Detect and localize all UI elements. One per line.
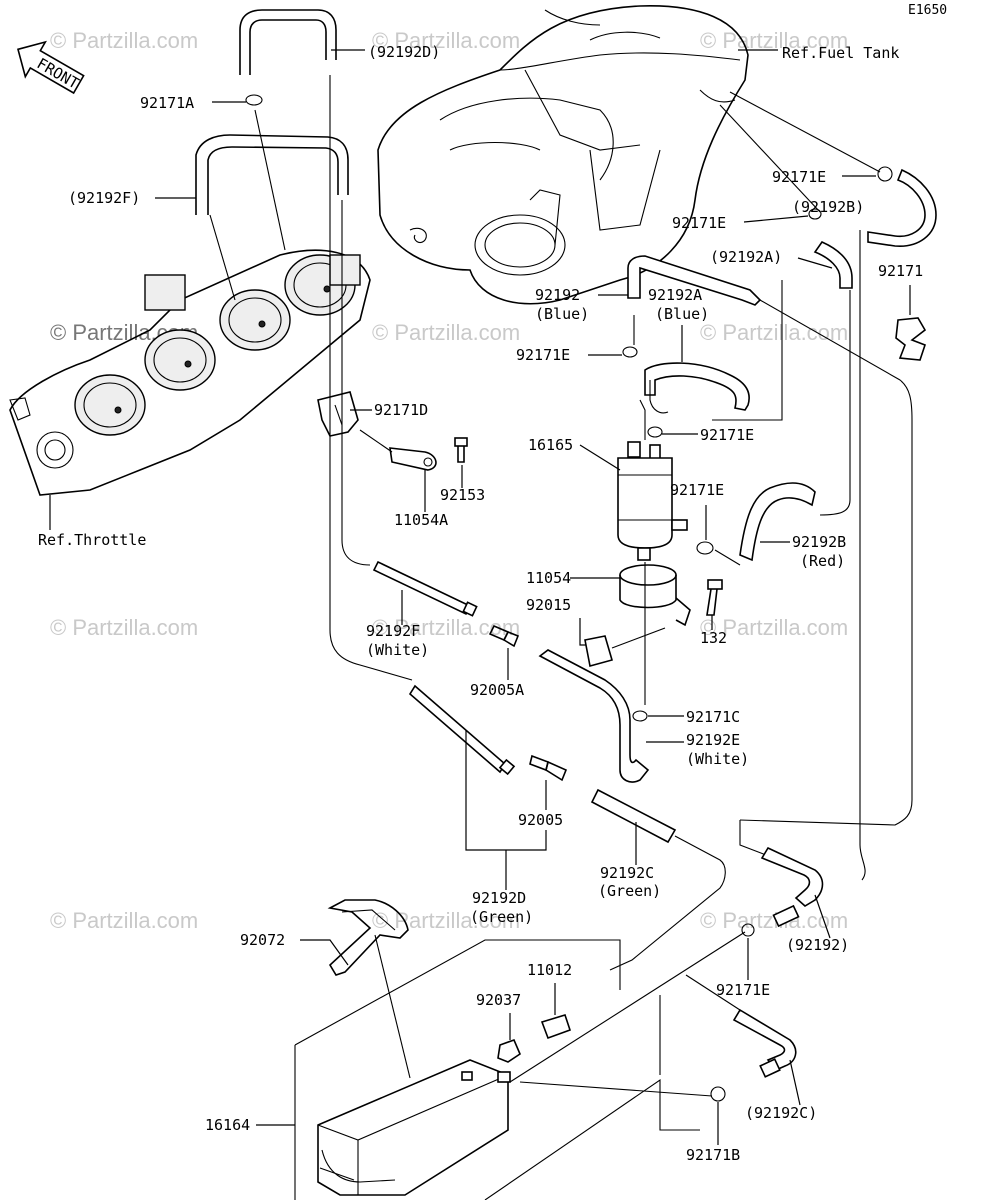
part-label-92192A-mid-color: (Blue)	[655, 305, 709, 323]
strap-92072	[327, 899, 409, 976]
clip-92171A	[245, 94, 263, 106]
part-label-92192B-red-color: (Red)	[800, 552, 845, 570]
part-label-92192-mid-color: (Blue)	[535, 305, 589, 323]
part-label-92192D-top: (92192D)	[368, 43, 440, 61]
part-label-92192A-mid: 92192A	[648, 286, 702, 304]
watermark: © Partzilla.com	[700, 28, 848, 53]
part-label-92171E-4: 92171E	[700, 426, 754, 444]
part-label-92005A: 92005A	[470, 681, 524, 699]
part-label-92192D-green: 92192D	[472, 889, 526, 907]
line-92192F-route	[341, 200, 371, 566]
watermark: © Partzilla.com	[700, 320, 848, 345]
part-label-16164: 16164	[205, 1116, 250, 1134]
hose-92192A-blue	[644, 362, 750, 411]
part-label-11054: 11054	[526, 569, 571, 587]
hose-92192C-low	[732, 1008, 797, 1071]
part-label-92192-mid: 92192	[535, 286, 580, 304]
spacer-11012	[540, 1014, 572, 1040]
part-label-92192-low: (92192)	[786, 936, 849, 954]
part-label-16165: 16165	[528, 436, 573, 454]
grommet-92015	[584, 635, 613, 667]
part-label-92015: 92015	[526, 596, 571, 614]
part-label-92192C-low: (92192C)	[745, 1104, 817, 1122]
clamp-92037	[497, 1038, 521, 1063]
hose-92192-blue	[627, 255, 762, 306]
part-label-92171E-3: 92171E	[516, 346, 570, 364]
bracket-92171D	[317, 391, 359, 437]
clip-92171E	[877, 166, 893, 182]
part-label-92171A: 92171A	[140, 94, 194, 112]
line-right-route	[739, 299, 913, 826]
clip-92171	[895, 317, 927, 361]
watermark: © Partzilla.com	[700, 908, 848, 933]
fuel-filter-16165	[617, 441, 688, 561]
watermark: © Partzilla.com	[700, 615, 848, 640]
ref-throttle-label: Ref.Throttle	[38, 531, 146, 549]
part-label-92171C: 92171C	[686, 708, 740, 726]
part-label-92192F-white: 92192F	[366, 622, 420, 640]
fitting-92005A	[488, 624, 520, 648]
watermark: © Partzilla.com	[50, 615, 198, 640]
part-label-92192A-right: (92192A)	[710, 248, 782, 266]
part-label-92192C-green: 92192C	[600, 864, 654, 882]
watermark-layer: © Partzilla.com © Partzilla.com © Partzi…	[50, 28, 848, 933]
bracket-11054A	[389, 447, 437, 471]
part-label-11054A: 11054A	[394, 511, 448, 529]
hose-92192-low	[760, 846, 824, 907]
part-label-92192F-top: (92192F)	[68, 189, 140, 207]
fitting-92005	[529, 754, 568, 782]
hose-92192F-white	[372, 560, 472, 616]
watermark: © Partzilla.com	[50, 908, 198, 933]
part-label-92171E-1: 92171E	[772, 168, 826, 186]
part-label-92072: 92072	[240, 931, 285, 949]
part-label-92192C-green-color: (Green)	[598, 882, 661, 900]
watermark: © Partzilla.com	[372, 320, 520, 345]
hose-92192D-green	[408, 684, 507, 774]
throttle-body	[9, 249, 371, 496]
part-label-132: 132	[700, 629, 727, 647]
diagram-code: E1650	[908, 3, 947, 18]
part-label-92192D-green-color: (Green)	[470, 908, 533, 926]
canister-16164	[317, 1059, 511, 1196]
part-label-92171E-2: 92171E	[672, 214, 726, 232]
part-label-92171E-5: 92171E	[670, 481, 724, 499]
part-label-92171D: 92171D	[374, 401, 428, 419]
hose-92192C-green	[590, 788, 677, 844]
part-label-92171: 92171	[878, 262, 923, 280]
watermark: © Partzilla.com	[50, 28, 198, 53]
line-92192D-route	[329, 75, 413, 681]
part-label-92153: 92153	[440, 486, 485, 504]
part-label-92192B-top: (92192B)	[792, 198, 864, 216]
part-label-92192F-white-color: (White)	[366, 641, 429, 659]
clamp-11054	[619, 564, 691, 627]
clip-92171E	[622, 346, 638, 358]
bolt-92153	[454, 437, 468, 463]
part-label-92192B-red: 92192B	[792, 533, 846, 551]
line-tank-outlet	[729, 91, 881, 173]
clip-92171C	[632, 710, 648, 722]
part-label-92192E: 92192E	[686, 731, 740, 749]
clip-92171E	[741, 923, 755, 937]
hose-92192A-right	[813, 241, 853, 289]
bolt-132	[706, 579, 723, 616]
part-label-92171B: 92171B	[686, 1146, 740, 1164]
ref-fuel-tank-label: Ref.Fuel Tank	[782, 44, 899, 62]
watermark: © Partzilla.com	[372, 28, 520, 53]
clip-92171E	[647, 426, 663, 438]
part-label-92192E-color: (White)	[686, 750, 749, 768]
part-label-92037: 92037	[476, 991, 521, 1009]
part-label-92171E-6: 92171E	[716, 981, 770, 999]
hose-92192B-red	[739, 482, 816, 562]
clip-92171E	[808, 208, 822, 220]
hose-92192E-white	[538, 649, 650, 783]
hose-92192B-top	[867, 168, 937, 247]
clip-92171E	[696, 541, 714, 555]
clip-92171B	[710, 1086, 726, 1102]
part-label-92005: 92005	[518, 811, 563, 829]
fuel-tank	[377, 5, 749, 305]
part-label-11012: 11012	[527, 961, 572, 979]
